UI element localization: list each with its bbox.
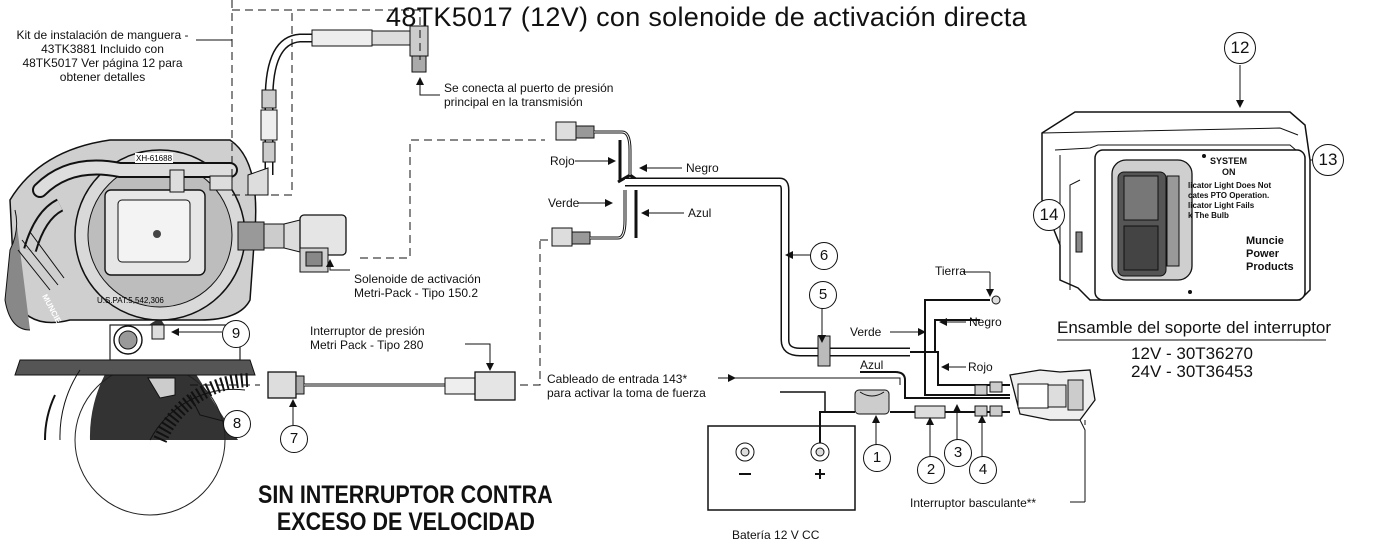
callout-5: 5 (809, 281, 837, 309)
pressure-switch-label: Interruptor de presión Metri Pack - Tipo… (310, 324, 425, 352)
callout-2: 2 (917, 456, 945, 484)
solenoid-label: Solenoide de activación Metri-Pack - Tip… (354, 272, 481, 300)
callout-13: 13 (1312, 144, 1344, 176)
bracket-24v-part: 24V - 30T36453 (1131, 362, 1253, 381)
callout-6: 6 (810, 242, 838, 270)
callout-7: 7 (280, 425, 308, 453)
panel-brand-line-1: Muncie (1246, 235, 1284, 247)
pressure-switch-illustration (267, 343, 516, 401)
wire-label-negro-top: Negro (686, 161, 719, 175)
switch-harness (780, 295, 1096, 421)
battery-label: Batería 12 V CC (732, 528, 820, 542)
panel-text-line-2: cates PTO Operation. (1188, 191, 1269, 200)
panel-on-text: ON (1222, 167, 1236, 177)
panel-brand-line-3: Products (1246, 261, 1294, 273)
panel-system-text: SYSTEM (1210, 156, 1247, 166)
callout-3: 3 (944, 439, 972, 467)
input-wire-label: Cableado de entrada 143* para activar la… (547, 372, 706, 400)
battery-illustration (707, 411, 856, 511)
bracket-assembly-title: Ensamble del soporte del interruptor (1057, 318, 1332, 337)
panel-text-line-3: licator Light Fails (1188, 201, 1255, 210)
switch-bracket-illustration (1041, 111, 1311, 301)
callout-8: 8 (223, 410, 251, 438)
panel-text-line-1: licator Light Does Not (1188, 181, 1271, 190)
callout-12: 12 (1224, 32, 1256, 64)
hose-kit-label: Kit de instalación de manguera - 43TK388… (16, 28, 189, 84)
wire-label-rojo-top: Rojo (550, 154, 575, 168)
callout-9: 9 (222, 320, 250, 348)
panel-brand-line-2: Power (1246, 248, 1280, 260)
rocker-switch-label: Interruptor basculante** (910, 496, 1037, 510)
wire-label-verde-bottom: Verde (850, 325, 882, 339)
callout-1: 1 (863, 444, 891, 472)
no-overspeed-heading: SIN INTERRUPTOR CONTRA EXCESO DE VELOCID… (258, 481, 553, 536)
callout-4: 4 (969, 456, 997, 484)
bracket-12v-part: 12V - 30T36270 (1131, 344, 1253, 363)
wire-label-tierra: Tierra (935, 264, 966, 278)
wire-label-azul-top: Azul (688, 206, 712, 220)
callout-14: 14 (1033, 199, 1065, 231)
wire-label-azul-bottom: Azul (860, 358, 884, 372)
solenoid-harness (551, 121, 910, 367)
page-title: 48TK5017 (12V) con solenoide de activaci… (386, 2, 1027, 32)
pto-pump-illustration: XH-61688 U.S.PAT.5,542,306 MUNCIE (4, 139, 347, 516)
pressure-port-label: Se conecta al puerto de presión principa… (444, 81, 614, 109)
wire-label-negro-bottom: Negro (969, 315, 1002, 329)
wire-label-rojo-bottom: Rojo (968, 360, 993, 374)
pump-patent-text: U.S.PAT.5,542,306 (97, 296, 164, 305)
wire-label-verde-top: Verde (548, 196, 580, 210)
hose-kit-illustration (247, 25, 429, 196)
pump-part-number: XH-61688 (136, 154, 173, 163)
panel-text-line-4: k The Bulb (1188, 211, 1229, 220)
